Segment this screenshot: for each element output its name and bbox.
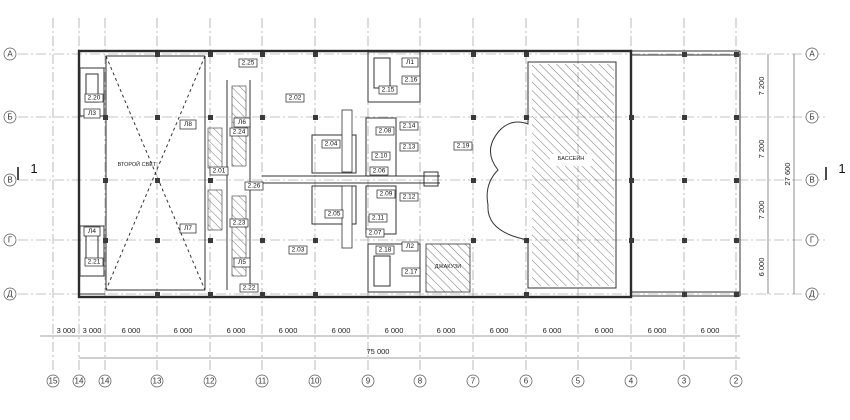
dim-label: 6 000 xyxy=(122,326,141,335)
dim-label: 6 000 xyxy=(174,326,193,335)
room-label: 2.02 xyxy=(289,95,302,102)
col-axis-label: 6 xyxy=(524,377,529,386)
dim-label: 6 000 xyxy=(543,326,562,335)
col-axis-label: 12 xyxy=(206,377,215,386)
dim-label: 6 000 xyxy=(437,326,456,335)
row-axis-label: А xyxy=(809,50,815,59)
col-axis-label: 2 xyxy=(734,377,739,386)
col-axis-label: 4 xyxy=(629,377,634,386)
room-label: 2.11 xyxy=(372,215,385,222)
right-dim-label: 7 200 xyxy=(757,140,766,159)
dim-label: 6 000 xyxy=(227,326,246,335)
bottom-dimensions: 3 000 3 000 6 000 6 000 6 000 6 000 6 00… xyxy=(40,326,740,359)
row-axis-label: Д xyxy=(7,290,13,299)
dim-label: 6 000 xyxy=(648,326,667,335)
row-axis-label: Д xyxy=(809,290,815,299)
void-label: ВТОРОЙ СВЕТ xyxy=(118,160,157,168)
room-label: 2.08 xyxy=(379,128,392,135)
dim-label: 6 000 xyxy=(279,326,298,335)
col-axis-label: 9 xyxy=(366,377,371,386)
stair-label: Л3 xyxy=(88,110,96,117)
section-label-right: 1 xyxy=(838,161,845,176)
right-dim-label: 6 000 xyxy=(757,258,766,277)
section-marks: 1 1 xyxy=(17,161,846,180)
grid-lines xyxy=(18,18,828,372)
right-dim-label: 7 200 xyxy=(757,77,766,96)
room-label: 2.25 xyxy=(242,60,255,67)
room-label: 2.24 xyxy=(233,129,246,136)
col-axis-label: 13 xyxy=(153,377,162,386)
pool-label: БАССЕЙН xyxy=(558,154,585,162)
row-axis-label: Г xyxy=(8,236,13,245)
room-label: 2.14 xyxy=(403,123,416,130)
section-label-left: 1 xyxy=(30,161,37,176)
row-axis-bubbles: А Б В Г Д А Б В Г Д xyxy=(3,47,819,301)
col-axis-label: 14 xyxy=(75,377,84,386)
row-axis-label: В xyxy=(7,176,12,185)
room-label: 2.23 xyxy=(233,220,246,227)
row-axis-label: Б xyxy=(7,113,12,122)
col-axis-label: 3 xyxy=(682,377,687,386)
right-dimensions: 7 200 7 200 7 200 6 000 27 600 xyxy=(757,54,795,294)
pool: БАССЕЙН xyxy=(486,61,617,289)
dim-label: 6 000 xyxy=(332,326,351,335)
room-label: 2.26 xyxy=(248,183,261,190)
stair-label: Л6 xyxy=(238,119,246,126)
col-axis-label: 5 xyxy=(576,377,581,386)
dim-label: 6 000 xyxy=(701,326,720,335)
room-label: 2.09 xyxy=(380,191,393,198)
outer-walls xyxy=(77,49,741,299)
dim-label: 6 000 xyxy=(490,326,509,335)
room-label: 2.03 xyxy=(292,247,305,254)
row-axis-label: Б xyxy=(809,113,814,122)
room-label: 2.10 xyxy=(375,153,388,160)
room-label: 2.18 xyxy=(379,247,392,254)
column-axis-bubbles: 15 14 14 13 12 11 10 9 8 7 6 5 4 3 2 xyxy=(46,374,743,388)
room-label: 2.16 xyxy=(405,77,418,84)
room-tags: 2.25 2.02 2.20 2.24 2.01 2.26 2.23 2.22 … xyxy=(84,58,473,293)
room-label: 2.20 xyxy=(88,95,101,102)
room-label: 2.06 xyxy=(373,168,386,175)
dim-label: 6 000 xyxy=(595,326,614,335)
dim-label: 6 000 xyxy=(385,326,404,335)
room-label: 2.19 xyxy=(457,143,470,150)
columns xyxy=(103,52,739,297)
room-label: 2.04 xyxy=(325,141,338,148)
stair-labels: Л1 Л2 Л3 Л4 Л5 Л6 Л7 Л8 xyxy=(83,57,419,268)
row-axis-label: Г xyxy=(810,236,815,245)
row-axis-label: А xyxy=(7,50,13,59)
total-dim-label: 75 000 xyxy=(367,347,390,356)
jacuzzi-label: ДЖАКУЗИ xyxy=(435,264,461,270)
room-label: 2.15 xyxy=(382,87,395,94)
void-area xyxy=(105,55,206,291)
stair-label: Л5 xyxy=(238,259,246,266)
col-axis-label: 8 xyxy=(418,377,423,386)
stair-label: Л1 xyxy=(406,59,414,66)
corridor xyxy=(262,171,440,187)
jacuzzi-area xyxy=(425,243,471,293)
room-label: 2.21 xyxy=(88,259,101,266)
col-axis-label: 7 xyxy=(471,377,476,386)
right-dim-label: 7 200 xyxy=(757,201,766,220)
room-label: 2.22 xyxy=(243,285,256,292)
stair-label: Л7 xyxy=(184,225,192,232)
room-label: 2.13 xyxy=(403,144,416,151)
col-axis-label: 11 xyxy=(258,377,267,386)
room-label: 2.05 xyxy=(328,211,341,218)
dim-label: 3 000 xyxy=(57,326,76,335)
room-label: 2.07 xyxy=(369,230,382,237)
col-axis-label: 10 xyxy=(311,377,320,386)
col-axis-label: 14 xyxy=(101,377,110,386)
dim-label: 3 000 xyxy=(83,326,102,335)
room-label: 2.12 xyxy=(403,194,416,201)
stair-label: Л4 xyxy=(88,228,96,235)
right-total-label: 27 600 xyxy=(783,163,792,186)
row-axis-label: В xyxy=(809,176,814,185)
stair-label: Л2 xyxy=(406,243,414,250)
room-label: 2.01 xyxy=(213,168,226,175)
col-axis-label: 15 xyxy=(49,377,58,386)
room-label: 2.17 xyxy=(405,269,418,276)
stair-label: Л8 xyxy=(184,121,192,128)
